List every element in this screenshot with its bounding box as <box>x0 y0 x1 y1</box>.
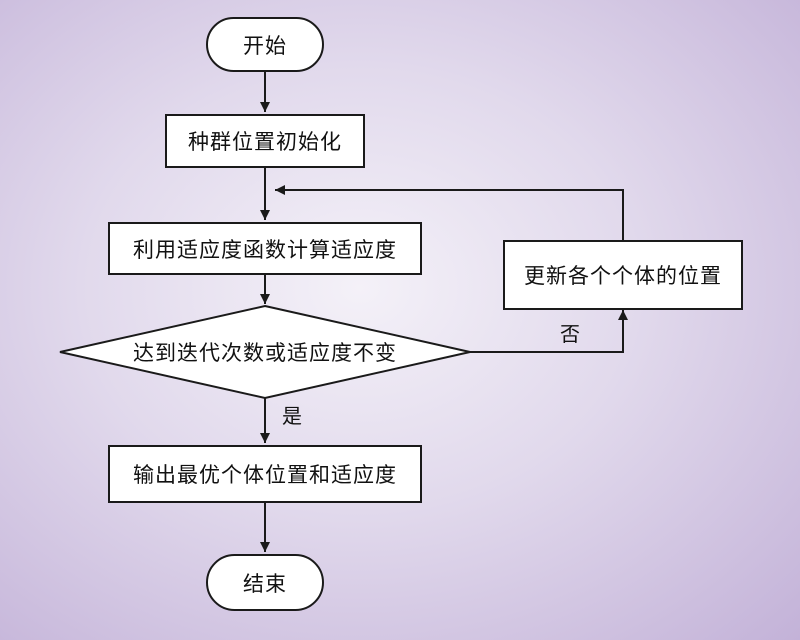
output-node: 输出最优个体位置和适应度 <box>108 445 422 503</box>
update-node-label: 更新各个个体的位置 <box>524 264 722 288</box>
init-node: 种群位置初始化 <box>165 114 365 168</box>
init-node-label: 种群位置初始化 <box>188 130 342 154</box>
arrow-decision-to-update <box>470 310 628 353</box>
output-node-label: 输出最优个体位置和适应度 <box>133 463 397 487</box>
edge-label-no: 否 <box>560 322 580 346</box>
update-node: 更新各个个体的位置 <box>503 240 743 310</box>
decision-node-label: 达到迭代次数或适应度不变 <box>133 341 397 365</box>
end-node-label: 结束 <box>243 571 287 596</box>
decision-node: 达到迭代次数或适应度不变 <box>60 328 470 376</box>
fitness-node-label: 利用适应度函数计算适应度 <box>133 237 397 262</box>
start-node-label: 开始 <box>243 33 287 58</box>
arrow-update-loop-back <box>275 185 624 240</box>
edge-label-yes: 是 <box>282 404 302 428</box>
fitness-node: 利用适应度函数计算适应度 <box>108 222 422 275</box>
start-node: 开始 <box>206 17 324 72</box>
end-node: 结束 <box>206 554 324 611</box>
